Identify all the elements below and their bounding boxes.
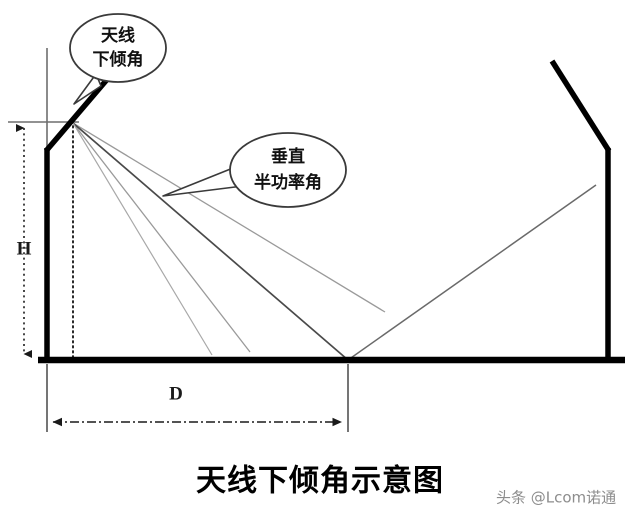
ray-upper [72, 122, 386, 313]
radiation-ray-fan [72, 122, 386, 361]
reflected-ray-group [347, 184, 597, 361]
left-antenna-structure [43, 74, 113, 359]
ray-reflected [347, 184, 597, 361]
ray-upper-mid [72, 122, 251, 353]
reference-lines [8, 48, 79, 359]
callout-vertical-half-power-line1: 垂直 [271, 146, 305, 167]
right-antenna-arm [549, 59, 612, 153]
callout-antenna-downtilt-line1: 天线 [101, 25, 135, 46]
dimension-distance: D [46, 364, 349, 432]
ray-main-beam [72, 122, 349, 361]
watermark-label: 头条 @Lcom诺通 [496, 489, 616, 507]
right-antenna-structure [549, 59, 612, 359]
distance-label: D [169, 383, 183, 404]
ray-lower [72, 122, 213, 356]
callout-antenna-downtilt-balloon [69, 13, 167, 83]
left-antenna-arm [43, 74, 113, 153]
callout-vertical-half-power[interactable]: 垂直 半功率角 [162, 132, 347, 208]
dimension-height: H [16, 124, 32, 358]
figure-title: 天线下倾角示意图 [196, 464, 444, 499]
callout-antenna-downtilt[interactable]: 天线 下倾角 [69, 13, 167, 105]
callout-vertical-half-power-line2: 半功率角 [254, 172, 322, 193]
height-label: H [17, 238, 32, 259]
callout-vertical-half-power-balloon [229, 132, 347, 208]
callout-antenna-downtilt-line2: 下倾角 [93, 49, 144, 70]
